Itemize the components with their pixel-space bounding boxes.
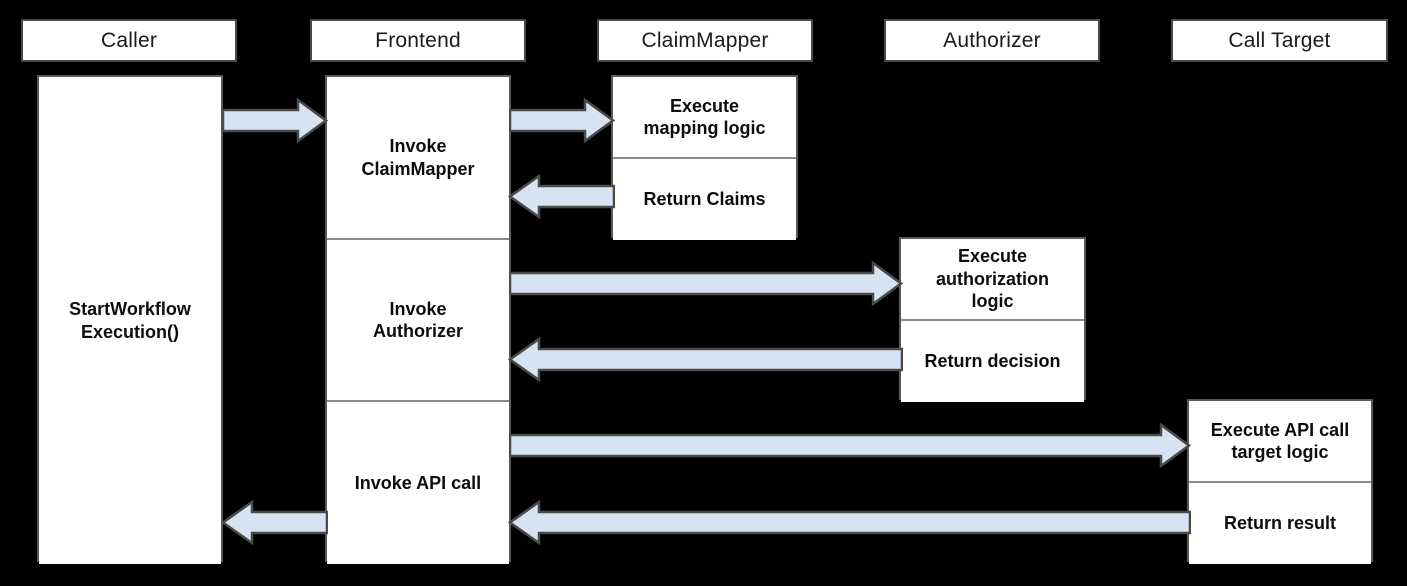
lane-header-calltarget[interactable]: Call Target <box>1171 19 1388 62</box>
message-arrow-authorizer-to-frontend[interactable] <box>507 337 903 382</box>
lane-header-authorizer[interactable]: Authorizer <box>884 19 1100 62</box>
lane-header-claimmapper-label: ClaimMapper <box>641 28 769 52</box>
message-arrow-frontend-to-claimmapper[interactable] <box>509 98 615 143</box>
lane-header-caller-label: Caller <box>100 28 158 52</box>
activation-label: Return result <box>1223 513 1337 534</box>
activation-segment-calltarget-return-result: Return result <box>1189 482 1371 564</box>
lane-header-claimmapper[interactable]: ClaimMapper <box>597 19 813 62</box>
message-arrow-calltarget-to-frontend[interactable] <box>507 500 1191 545</box>
lane-header-caller[interactable]: Caller <box>21 19 237 62</box>
activation-segment-authorizer-return-decision: Return decision <box>901 320 1084 402</box>
lane-header-authorizer-label: Authorizer <box>943 28 1041 52</box>
activation-label: Return Claims <box>643 189 766 210</box>
activation-segment-claimmapper-return-claims: Return Claims <box>613 158 796 240</box>
message-arrow-frontend-to-caller[interactable] <box>220 500 328 545</box>
activation-segment-frontend-invoke-api-call: Invoke API call <box>327 401 509 564</box>
activation-label: Return decision <box>924 351 1061 372</box>
message-arrow-frontend-to-authorizer[interactable] <box>509 261 903 306</box>
message-arrow-caller-to-frontend[interactable] <box>222 98 328 143</box>
lane-header-frontend-label: Frontend <box>375 28 461 52</box>
lane-header-frontend[interactable]: Frontend <box>310 19 526 62</box>
message-arrow-claimmapper-to-frontend[interactable] <box>507 174 615 219</box>
lane-header-calltarget-label: Call Target <box>1228 28 1331 52</box>
message-arrow-frontend-to-calltarget[interactable] <box>509 423 1191 468</box>
activation-label: Invoke API call <box>354 472 482 493</box>
